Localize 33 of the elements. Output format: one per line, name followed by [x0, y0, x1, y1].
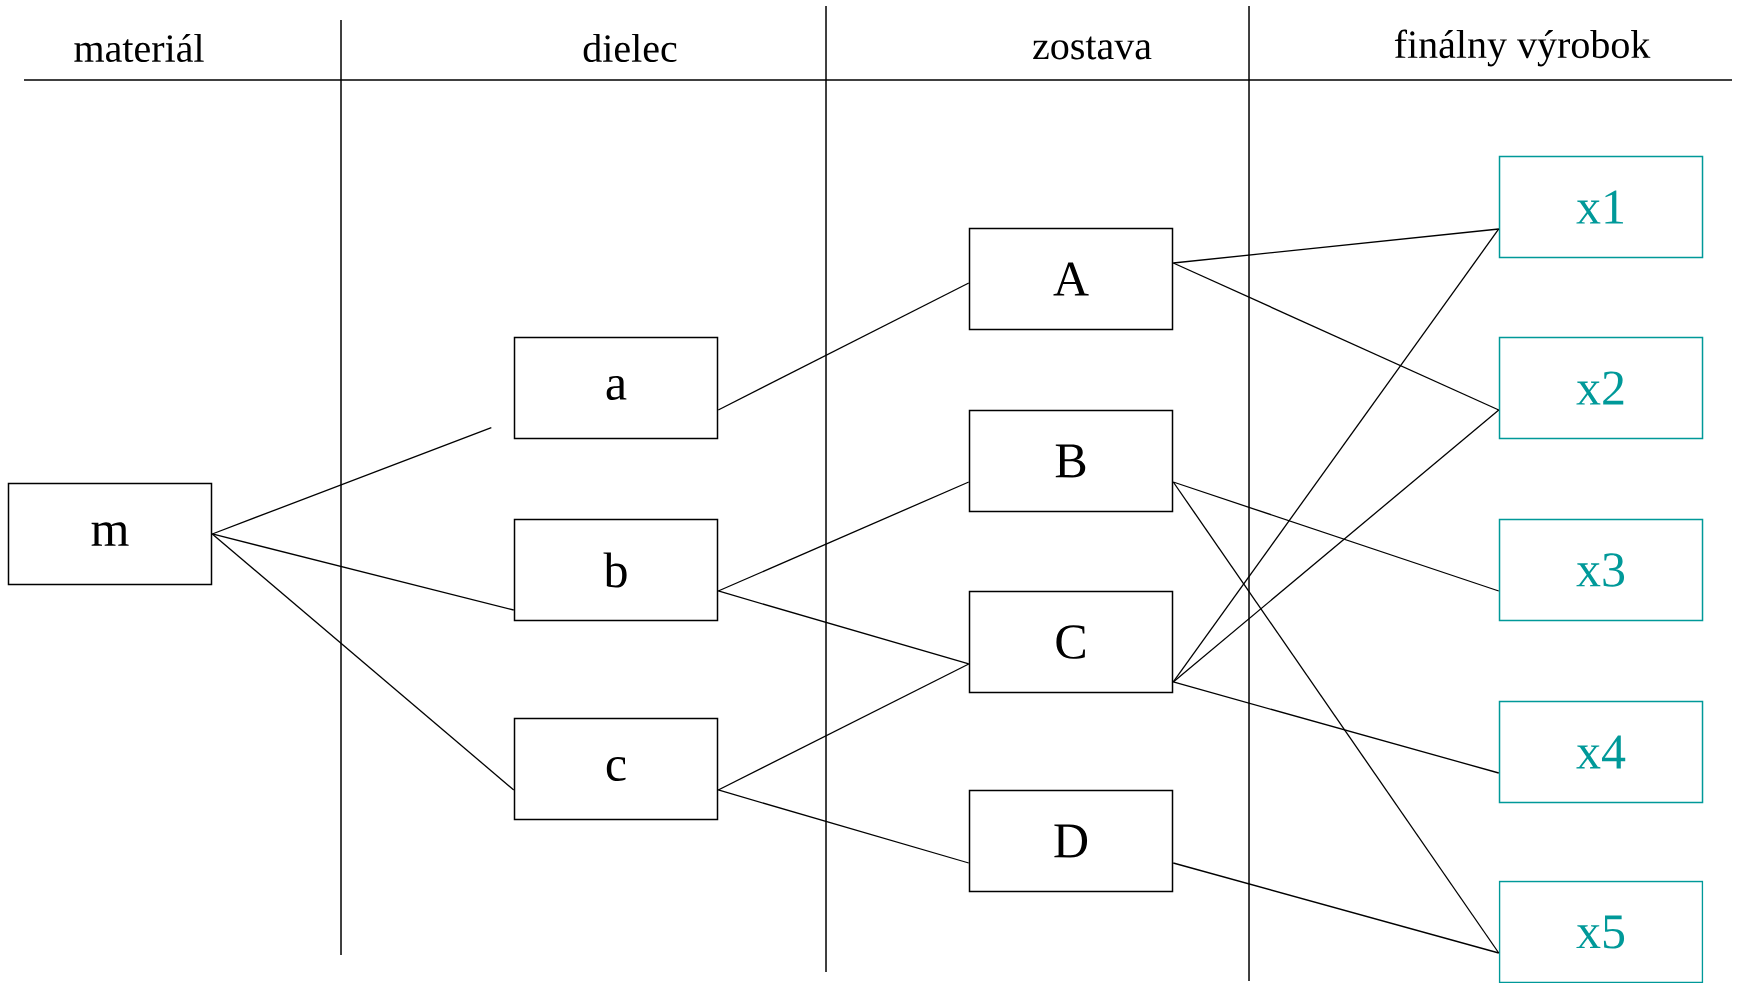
product-box: x2: [1498, 336, 1704, 440]
connector-line: [1172, 481, 1500, 592]
part-box: m: [7, 482, 213, 586]
part-box: c: [513, 717, 719, 821]
part-box: b: [513, 518, 719, 622]
connector-line: [717, 481, 970, 592]
column-header: zostava: [1033, 36, 1152, 60]
column-header: materiál: [74, 33, 204, 63]
column-header: dielec: [583, 33, 677, 63]
product-box: x3: [1498, 518, 1704, 622]
connector-line: [211, 533, 515, 611]
product-box: x5: [1498, 880, 1704, 983]
connector-line: [1172, 481, 1500, 954]
part-box: D: [968, 789, 1174, 893]
connector-line: [1172, 681, 1500, 774]
connector-line: [717, 282, 970, 411]
connector-line: [717, 663, 970, 791]
connector-line: [717, 590, 970, 665]
part-box: A: [968, 227, 1174, 331]
connector-line: [1172, 228, 1500, 683]
product-box: x4: [1498, 700, 1704, 804]
connector-line: [1172, 262, 1500, 411]
connector-line: [211, 533, 515, 791]
connector-line: [717, 789, 970, 864]
part-box: C: [968, 590, 1174, 694]
connector-line: [1172, 228, 1500, 264]
connector-line: [1172, 409, 1500, 683]
part-box: a: [513, 336, 719, 440]
part-box: B: [968, 409, 1174, 513]
connector-line: [1172, 862, 1500, 954]
product-box: x1: [1498, 155, 1704, 259]
column-header: finálny výrobok: [1394, 29, 1651, 67]
connector-line: [211, 426, 492, 535]
